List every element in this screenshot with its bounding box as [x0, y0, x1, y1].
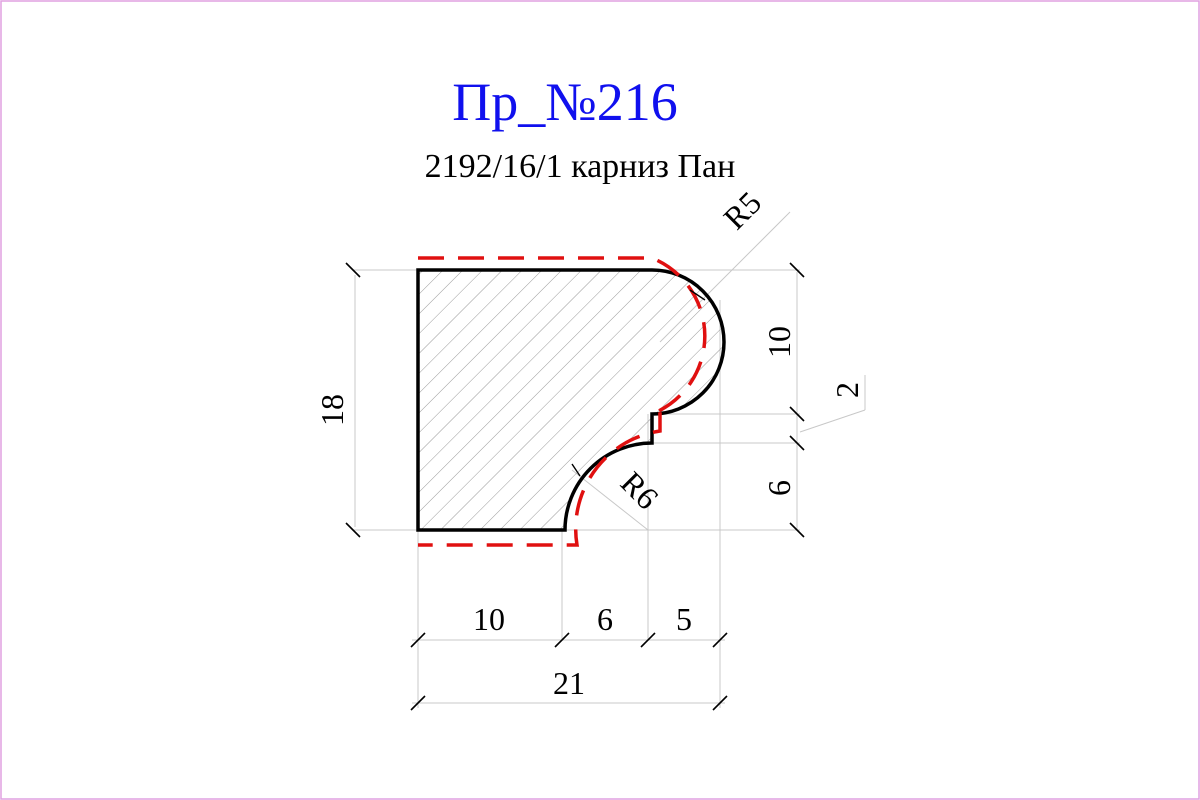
dim-bottom-seg2: 6: [597, 601, 613, 637]
dimension-ticks: [345, 262, 805, 711]
dim-height-total: 18: [314, 394, 350, 426]
dim-radius-bottom: R6: [614, 464, 666, 516]
dim-right-lower: 6: [761, 480, 797, 496]
dim-right-step: 2: [829, 382, 865, 398]
radius-top-marker: [689, 289, 706, 301]
drawing-title: Пр_№216: [452, 72, 678, 132]
dim-bottom-total: 21: [553, 665, 585, 701]
dim-radius-top: R5: [716, 184, 768, 236]
profile-section: [416, 268, 726, 532]
drawing-subtitle: 2192/16/1 карниз Пан: [425, 148, 736, 185]
dim-bottom-seg3: 5: [676, 601, 692, 637]
dim-bottom-seg1: 10: [473, 601, 505, 637]
dim-right-upper: 10: [761, 326, 797, 358]
radius-bottom-marker: [571, 463, 581, 477]
